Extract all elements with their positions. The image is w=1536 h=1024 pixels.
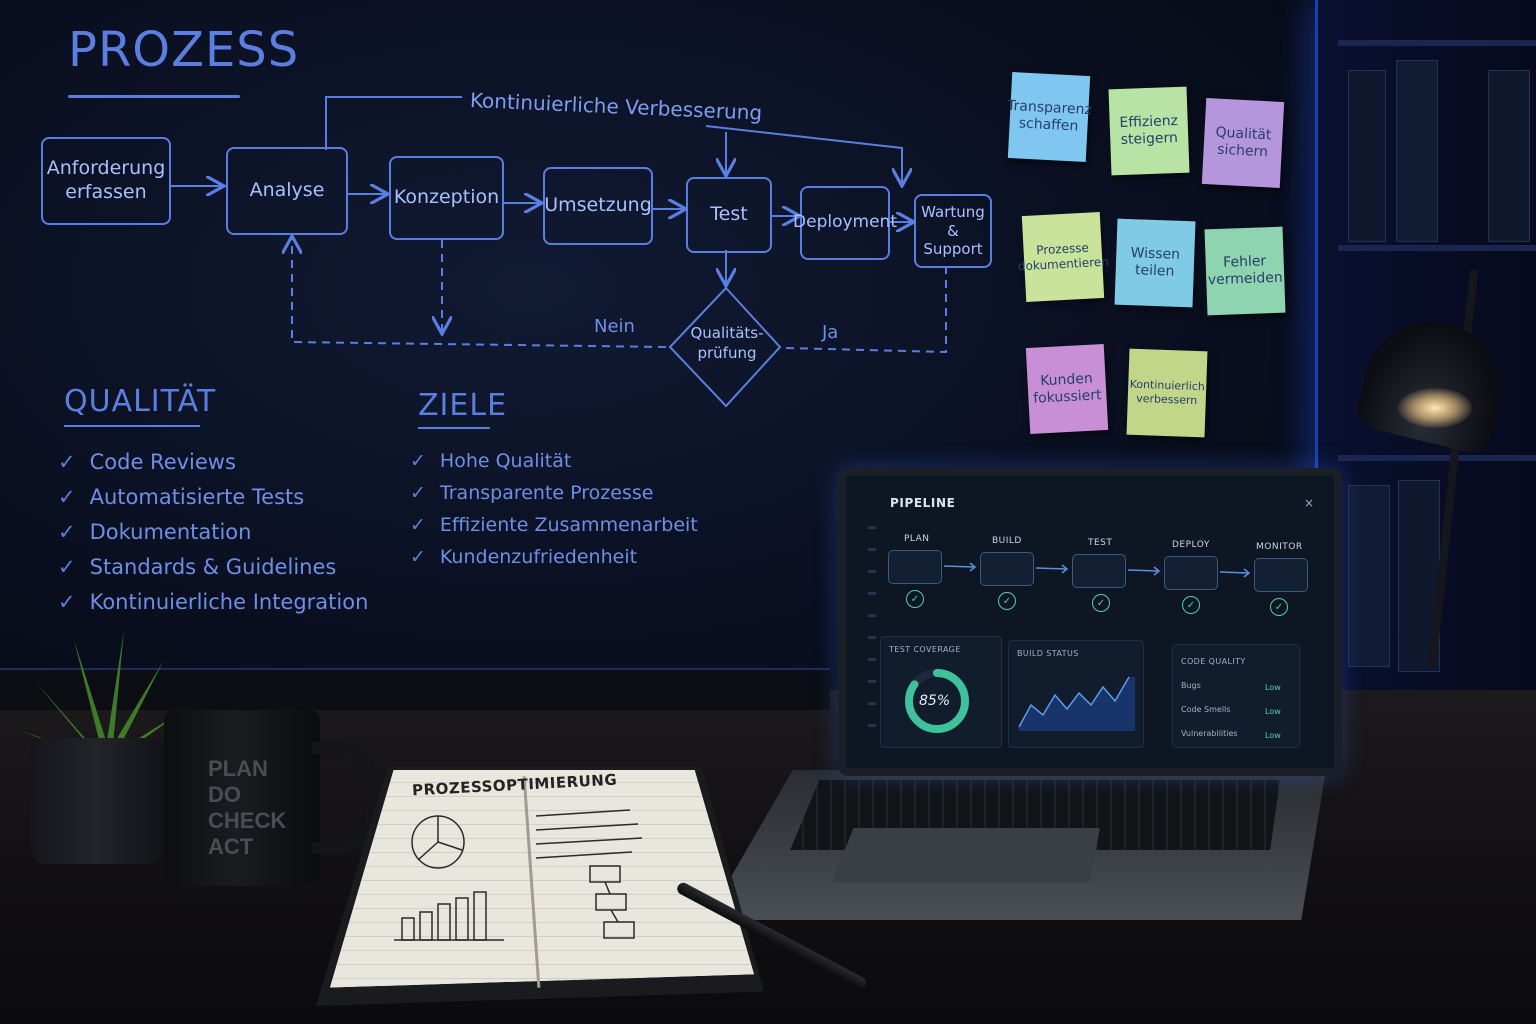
sticky-note: Kunden fokussiert: [1025, 344, 1109, 434]
sticky-note: Fehler vermeiden: [1204, 226, 1286, 316]
stage-label-test: TEST: [1088, 538, 1113, 548]
pipeline-title: PIPELINE: [890, 496, 956, 510]
stage-plan[interactable]: [888, 550, 942, 584]
stage-ok-icon: ✓: [1092, 594, 1110, 612]
quality-row-level: Low: [1265, 731, 1281, 740]
quality-row-name: Vulnerabilities: [1181, 729, 1238, 738]
ziele-item: ✓Hohe Qualität: [410, 450, 572, 472]
quality-row-level: Low: [1265, 683, 1281, 692]
stage-label-monitor: MONITOR: [1256, 542, 1303, 552]
sticky-note: Transparenz schaffen: [1007, 72, 1092, 162]
qualitaet-title: QUALITÄT: [64, 384, 217, 419]
stage-label-plan: PLAN: [904, 534, 930, 544]
sticky-note: Wissen teilen: [1114, 218, 1196, 308]
code-quality-panel: CODE QUALITY Bugs Low Code Smells Low Vu…: [1172, 644, 1300, 748]
check-icon: ✓: [58, 520, 76, 544]
stage-label-deploy: DEPLOY: [1172, 540, 1210, 550]
prozess-title: PROZESS: [68, 22, 300, 78]
ziele-title: ZIELE: [418, 388, 508, 423]
ziele-item: ✓Effiziente Zusammenarbeit: [410, 514, 698, 536]
stage-ok-icon: ✓: [1182, 596, 1200, 614]
test-coverage-panel: TEST COVERAGE 85%: [880, 636, 1002, 748]
coverage-value: 85%: [919, 693, 951, 709]
sticky-note: Effizienz steigern: [1108, 86, 1190, 176]
stage-label-build: BUILD: [992, 536, 1022, 546]
quality-row-name: Code Smells: [1181, 705, 1231, 714]
notebook-pages: [330, 770, 754, 988]
yes-label: Ja: [822, 322, 839, 343]
notebook-sketches: [394, 809, 643, 941]
stage-arrows: [943, 562, 1251, 578]
quality-row-level: Low: [1265, 707, 1281, 716]
stage-ok-icon: ✓: [998, 592, 1016, 610]
ziele-underline: [418, 427, 490, 429]
mug: [164, 710, 320, 886]
check-icon: ✓: [58, 590, 76, 614]
plant-pot: [30, 738, 164, 864]
test-coverage-label: TEST COVERAGE: [889, 645, 961, 654]
qualitaet-item: ✓Automatisierte Tests: [58, 485, 305, 509]
close-icon[interactable]: ×: [1304, 496, 1315, 510]
no-label: Nein: [594, 316, 635, 337]
check-icon: ✓: [58, 485, 76, 509]
stage-deploy[interactable]: [1164, 556, 1218, 590]
qualitaet-item: ✓Dokumentation: [58, 520, 252, 544]
build-status-chart: [1018, 676, 1135, 731]
sticky-note: Qualität sichern: [1201, 98, 1285, 188]
decision-label: Qualitäts- prüfung: [690, 324, 764, 362]
quality-row-name: Bugs: [1181, 681, 1201, 690]
prozess-title-underline: [68, 95, 240, 98]
stage-test[interactable]: [1072, 554, 1126, 588]
check-icon: ✓: [410, 450, 426, 472]
lamp-bulb-glow: [1398, 388, 1472, 428]
check-icon: ✓: [410, 546, 426, 568]
step-anforderung: Anforderung erfassen: [41, 137, 171, 225]
flow-connectors: [170, 96, 947, 408]
build-status-panel: BUILD STATUS: [1008, 640, 1144, 748]
ziele-item: ✓Kundenzufriedenheit: [410, 546, 638, 568]
check-icon: ✓: [410, 482, 426, 504]
laptop-trackpad: [832, 828, 1100, 882]
sticky-note: Prozesse dokumentieren: [1018, 212, 1109, 302]
qualitaet-item: ✓Kontinuierliche Integration: [58, 590, 369, 614]
stage-ok-icon: ✓: [906, 590, 924, 608]
laptop-screen: PIPELINE × PLAN BUILD TEST DEPLOY MONITO…: [838, 468, 1342, 776]
coverage-donut: [905, 669, 969, 733]
decision-diamond: [668, 286, 782, 408]
step-wartung: Wartung & Support: [914, 194, 992, 268]
stage-monitor[interactable]: [1254, 558, 1308, 592]
qualitaet-underline: [64, 425, 200, 427]
code-quality-label: CODE QUALITY: [1181, 657, 1246, 666]
build-status-label: BUILD STATUS: [1017, 649, 1079, 658]
step-test: Test: [686, 177, 772, 253]
sticky-note: Kontinuierlich verbessern: [1126, 348, 1208, 438]
qualitaet-item: ✓Code Reviews: [58, 450, 236, 474]
qualitaet-item: ✓Standards & Guidelines: [58, 555, 337, 579]
stage-build[interactable]: [980, 552, 1034, 586]
step-konzeption: Konzeption: [389, 156, 504, 240]
step-deployment: Deployment: [793, 186, 897, 260]
sidebar-strip: [868, 526, 876, 746]
check-icon: ✓: [58, 555, 76, 579]
check-icon: ✓: [410, 514, 426, 536]
ziele-item: ✓Transparente Prozesse: [410, 482, 654, 504]
stage-ok-icon: ✓: [1270, 598, 1288, 616]
step-umsetzung: Umsetzung: [543, 167, 653, 245]
check-icon: ✓: [58, 450, 76, 474]
step-analyse: Analyse: [226, 147, 348, 235]
